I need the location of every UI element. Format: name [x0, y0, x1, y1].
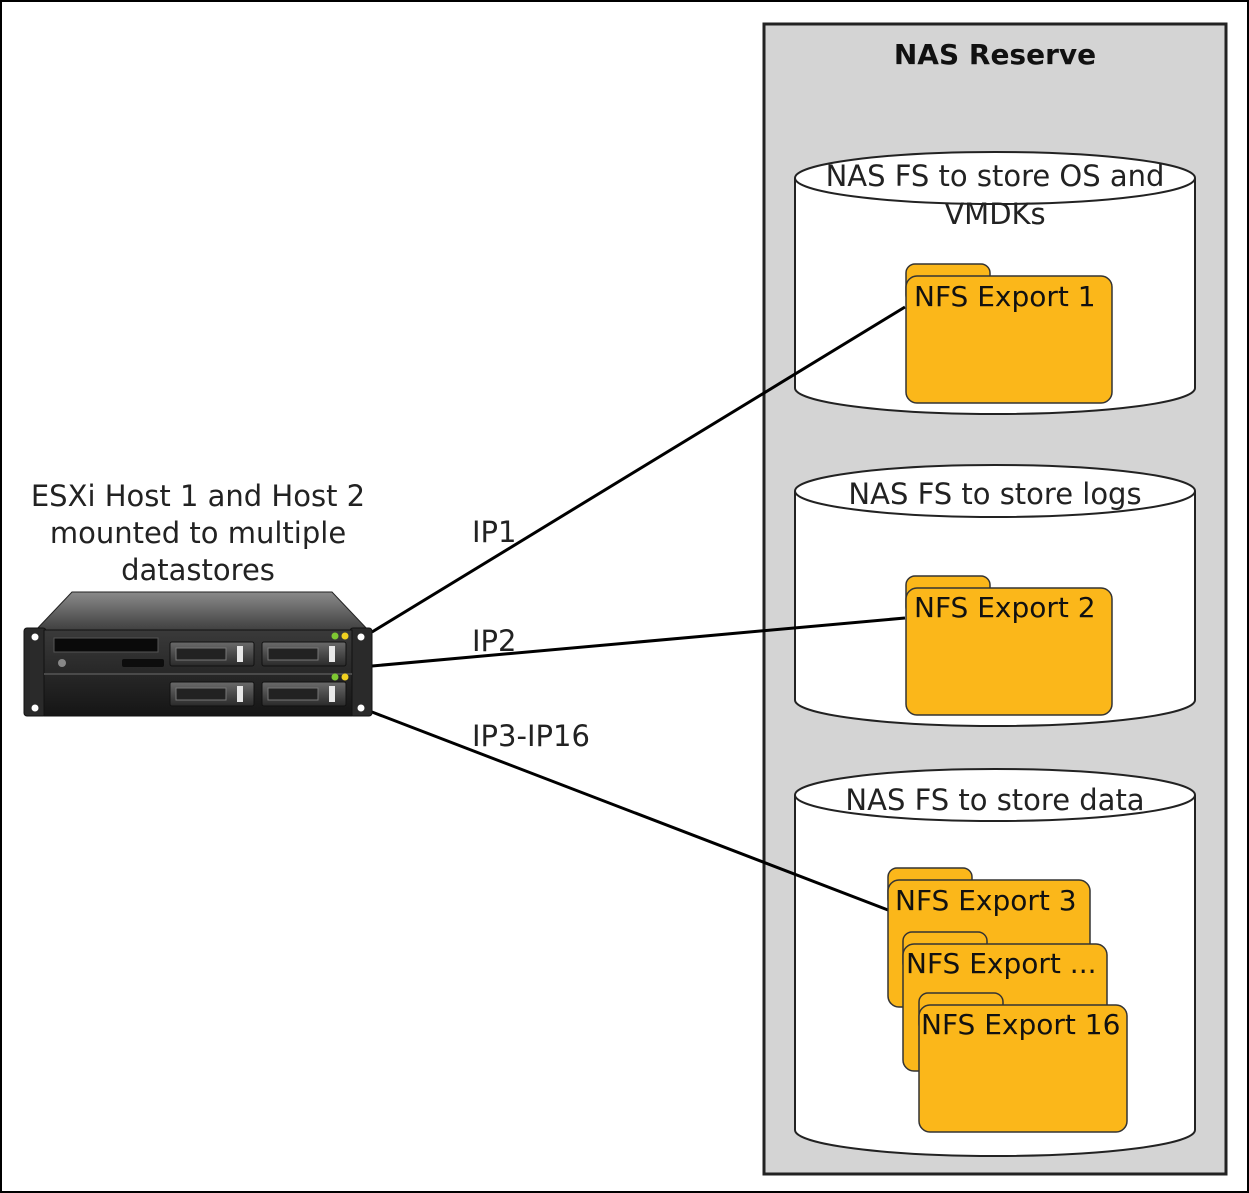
server-icon [23, 591, 373, 717]
export-label-16: NFS Export 16 [921, 1008, 1120, 1041]
folder-icon-export-1: NFS Export 1 [905, 263, 1113, 404]
host-label-line3: datastores [121, 553, 275, 587]
host-label-line1: ESXi Host 1 and Host 2 [31, 479, 365, 513]
filesystem-label-data: NAS FS to store data [845, 783, 1144, 817]
connection-lines [371, 305, 906, 912]
filesystem-label-os-line1: NAS FS to store OS and [826, 159, 1165, 193]
ip-label-2: IP2 [472, 624, 517, 658]
connection-line-ip3-ip16 [371, 710, 889, 912]
folder-icon-export-16: NFS Export 16 [918, 992, 1128, 1133]
connection-line-ip1 [371, 305, 906, 634]
export-label-1: NFS Export 1 [914, 280, 1096, 313]
ip-label-3-16: IP3-IP16 [472, 719, 590, 753]
folder-icon-export-2: NFS Export 2 [905, 575, 1113, 716]
export-label-middle: NFS Export ... [906, 947, 1097, 980]
filesystem-label-logs: NAS FS to store logs [848, 477, 1141, 511]
filesystem-label-os-line2: VMDKs [944, 197, 1045, 231]
ip-label-1: IP1 [472, 515, 517, 549]
nas-reserve-title: NAS Reserve [894, 38, 1096, 71]
host-label-line2: mounted to multiple [50, 516, 346, 550]
connection-line-ip2 [371, 616, 906, 668]
export-label-2: NFS Export 2 [914, 591, 1096, 624]
export-label-3: NFS Export 3 [895, 884, 1077, 917]
